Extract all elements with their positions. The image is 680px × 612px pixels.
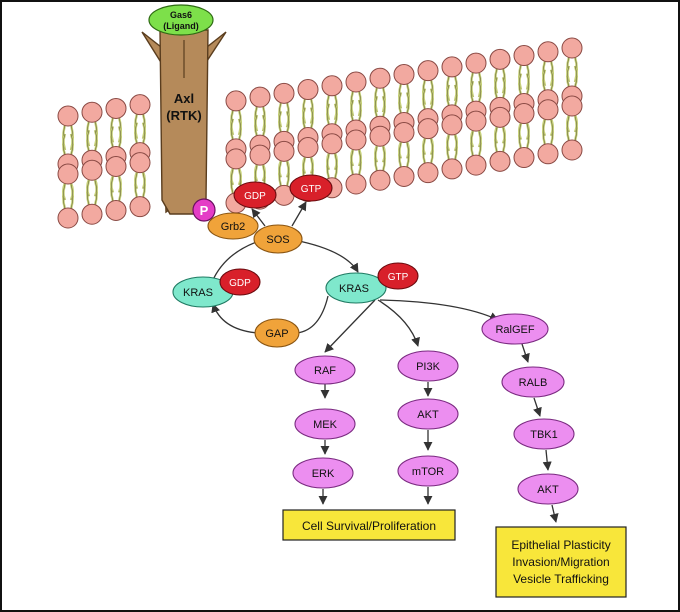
ligand-name: Gas6 (170, 10, 192, 20)
tbk1-node: TBK1 (513, 418, 575, 450)
arrow-akt-outcome (549, 504, 559, 523)
ral-outcome-line3: Vesicle Trafficking (513, 572, 609, 586)
kras-inactive-node: KRAS GDP (172, 268, 261, 308)
grb2-label: Grb2 (221, 221, 245, 233)
ral-outcome-box: Epithelial Plasticity Invasion/Migration… (495, 526, 627, 598)
ralgef-node: RalGEF (481, 313, 549, 345)
arrow-ralb-tbk1 (533, 397, 542, 417)
mtor-node: mTOR (397, 455, 459, 487)
arrow-kras-raf (324, 299, 376, 353)
ral-outcome-line1: Epithelial Plasticity (511, 538, 610, 552)
gdp-top-node: GDP (233, 181, 277, 209)
ralgef-label: RalGEF (495, 324, 534, 336)
arrow-ralgef-ralb (521, 343, 530, 363)
gas6-ligand: Gas6 (Ligand) (148, 4, 214, 36)
gtp-top-label: GTP (301, 184, 322, 195)
pi3k-label: PI3K (416, 361, 441, 373)
receptor-type: (RTK) (166, 108, 201, 123)
tbk1-label: TBK1 (530, 429, 558, 441)
arrow-kras-pi3k (377, 299, 420, 347)
phosphate-label: P (200, 203, 209, 218)
arrow-tbk1-akt (542, 449, 552, 471)
ralb-label: RALB (519, 377, 548, 389)
gap-label: GAP (265, 328, 288, 340)
akt-pi3k-label: AKT (417, 409, 439, 421)
gap-node: GAP (254, 318, 300, 348)
gdp-kras-label: GDP (229, 278, 251, 289)
arrow-sos-gtp (291, 201, 307, 227)
ligand-type: (Ligand) (163, 21, 199, 31)
pathway-arrows (211, 201, 559, 523)
gtp-top-node: GTP (289, 174, 333, 202)
axl-receptor: Axl (RTK) (141, 29, 227, 215)
grb2-node: Grb2 (207, 212, 259, 240)
receptor-name: Axl (174, 91, 194, 106)
gdp-top-label: GDP (244, 191, 266, 202)
akt-ral-label: AKT (537, 484, 559, 496)
cell-membrane (57, 37, 583, 229)
mtor-label: mTOR (412, 466, 444, 478)
sos-node: SOS (253, 224, 303, 254)
ralb-node: RALB (501, 366, 565, 398)
kras-active-node: KRAS GTP (325, 262, 419, 304)
erk-label: ERK (312, 468, 335, 480)
gtp-kras-label: GTP (388, 272, 409, 283)
arrow-sos-gdp (251, 208, 266, 227)
survival-outcome-box: Cell Survival/Proliferation (282, 509, 456, 541)
survival-outcome-label: Cell Survival/Proliferation (302, 519, 436, 533)
phosphate-node: P (192, 198, 216, 222)
erk-node: ERK (292, 457, 354, 489)
kras-inactive-label: KRAS (183, 287, 213, 299)
pi3k-node: PI3K (397, 350, 459, 382)
ral-outcome-line2: Invasion/Migration (512, 555, 609, 569)
arrow-kras-ralgef (379, 299, 499, 321)
raf-node: RAF (294, 355, 356, 385)
akt-pi3k-node: AKT (397, 398, 459, 430)
kras-active-label: KRAS (339, 283, 369, 295)
mek-node: MEK (294, 408, 356, 440)
mek-label: MEK (313, 419, 338, 431)
sos-label: SOS (266, 234, 289, 246)
arrow-gap-kras-inactive (211, 303, 259, 334)
curve-kras-to-gap (296, 295, 329, 334)
akt-ral-node: AKT (517, 473, 579, 505)
arrow-sos-kras-active (293, 239, 359, 273)
raf-label: RAF (314, 365, 336, 377)
